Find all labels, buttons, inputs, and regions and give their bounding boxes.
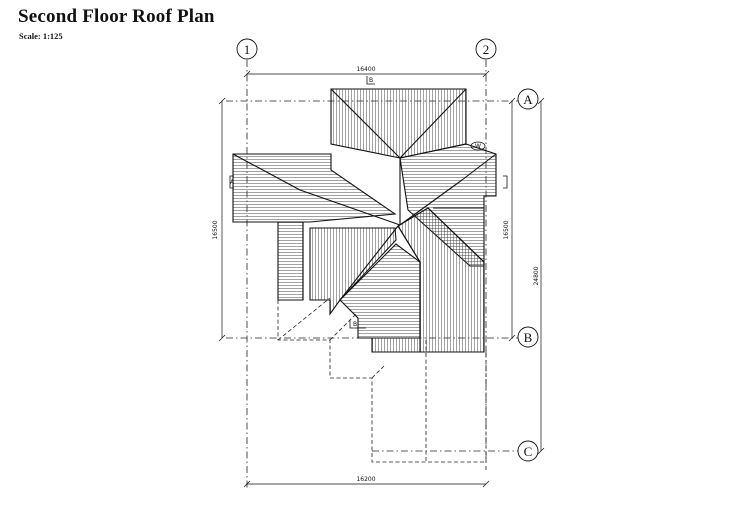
section-marker-left: A <box>230 179 235 186</box>
section-marker-lower: B <box>353 321 357 328</box>
section-markers <box>229 76 508 329</box>
grid-label-b: B <box>524 330 533 345</box>
grid-label-2: 2 <box>483 42 490 57</box>
lower-floor-outline <box>277 297 487 463</box>
dim-left-height: 16500 <box>212 220 219 239</box>
grid-bubble-b <box>517 326 539 348</box>
section-tag-right: W <box>475 143 481 150</box>
grid-bubble-a <box>517 88 539 110</box>
roof <box>232 88 497 353</box>
grid-label-c: C <box>524 444 533 459</box>
grid-bubble-1 <box>236 38 258 60</box>
dim-bottom-width: 16200 <box>356 476 375 483</box>
dim-right-inner-height: 16500 <box>503 220 510 239</box>
grid-bubbles <box>236 38 539 462</box>
roof-ridges <box>232 88 497 352</box>
section-marker-top: B <box>369 77 373 84</box>
dimension-lines <box>218 70 545 488</box>
dim-right-outer-height: 24800 <box>533 266 540 285</box>
grid-label-1: 1 <box>244 42 251 57</box>
dim-top-width: 16400 <box>356 66 375 73</box>
scale-label: Scale: 1:125 <box>19 31 63 41</box>
grid-bubble-c <box>517 440 539 462</box>
grid-label-a: A <box>523 92 533 107</box>
grid-bubble-2 <box>475 38 497 60</box>
page-title: Second Floor Roof Plan <box>18 6 215 27</box>
